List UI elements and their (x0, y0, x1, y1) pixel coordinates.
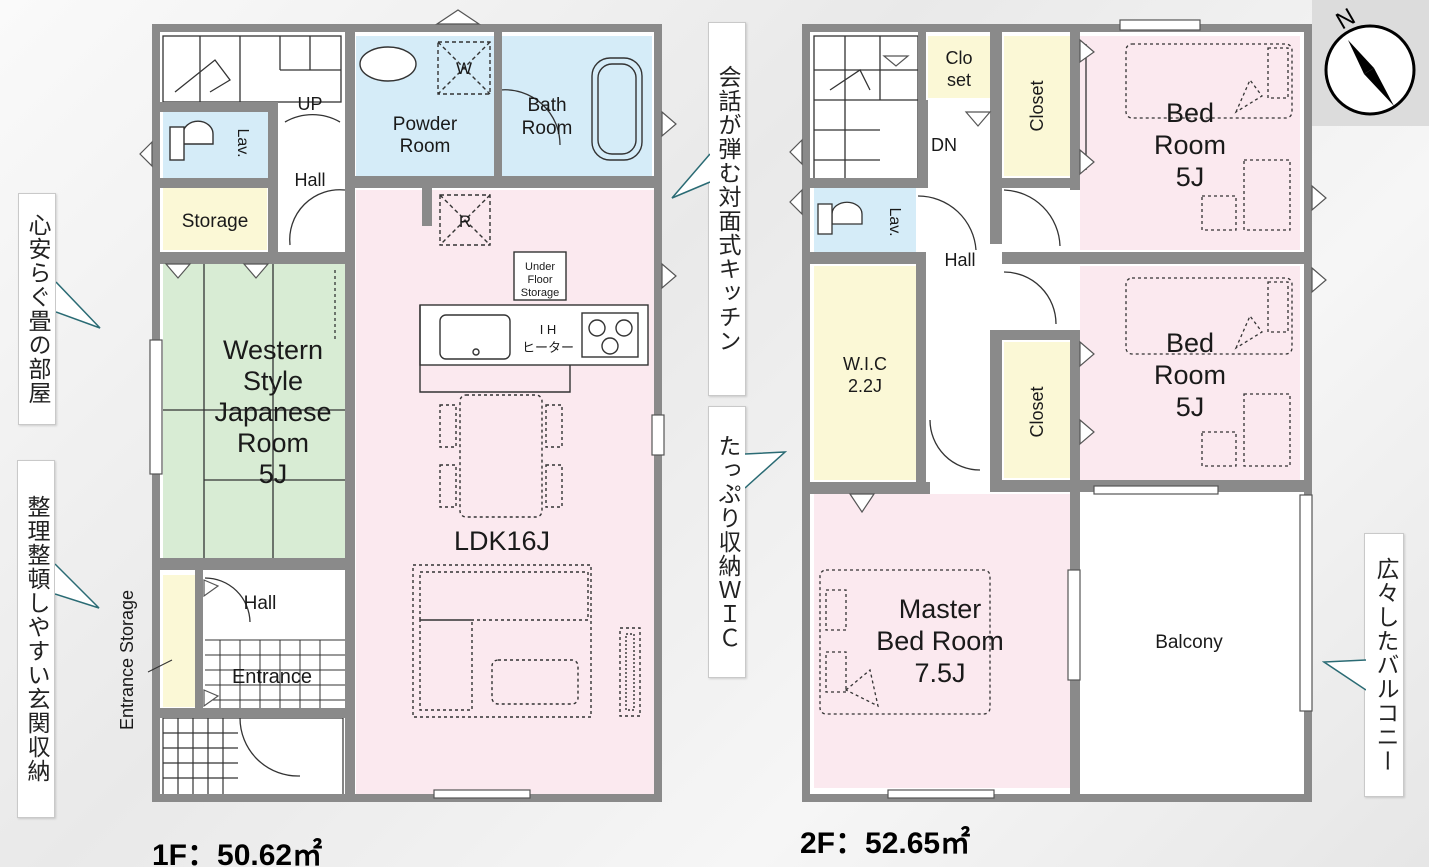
storage-fill (163, 188, 267, 250)
bed-room-1-fill (1080, 36, 1300, 250)
compass: N (1312, 0, 1429, 126)
lav-label-2f: Lav. (886, 207, 903, 236)
ldk-label: LDK16J (454, 526, 550, 556)
balcony-label: Balcony (1155, 632, 1223, 653)
master-label-1: Master (899, 594, 982, 624)
hall-label-2f: Hall (944, 250, 975, 270)
dn-label: DN (931, 135, 957, 155)
closet-small-label-1: Clo (945, 48, 972, 68)
callout-tatami-pointer (56, 281, 101, 329)
floor-1-plan: UP Lav. Hall Powder Room W Bath Room Sto… (117, 9, 677, 802)
bath-room-label-1: Bath (527, 95, 566, 116)
callout-entrance-pointer (55, 563, 100, 609)
bed-room-1-label-3: 5J (1176, 162, 1205, 192)
callout-tatami: 心安らぐ畳の部屋 (18, 193, 56, 425)
callout-balcony-pointer (1322, 659, 1366, 691)
fridge-label: R (459, 212, 471, 231)
bed-room-2-label-1: Bed (1166, 328, 1214, 358)
japanese-room-label-4: Room (237, 428, 309, 458)
lav-label-1f: Lav. (234, 128, 251, 157)
underfloor-label-2: Floor (527, 274, 552, 286)
wic-fill (814, 266, 916, 480)
callout-wic-pointer (745, 451, 787, 489)
underfloor-label-3: Storage (521, 287, 560, 299)
closet-b-fill (1004, 342, 1070, 478)
floor-1-area: 1F：50.62㎡ (152, 839, 323, 867)
callout-kitchen: 会話が弾む対面式キッチン (708, 22, 746, 396)
japanese-room-label-2: Style (243, 366, 303, 396)
underfloor-label-1: Under (525, 261, 555, 273)
japanese-room-fill (163, 264, 345, 558)
closet-a-label: Closet (1027, 80, 1047, 131)
powder-room-label-1: Powder (393, 114, 458, 135)
bed-room-2-fill (1080, 266, 1300, 480)
master-fill (814, 494, 1070, 788)
wic-label-1: W.I.C (843, 354, 887, 374)
bed-room-2-label-3: 5J (1176, 392, 1205, 422)
hall-upper-label: Hall (294, 170, 325, 190)
bath-room-label-2: Room (522, 118, 573, 139)
floor-2-area: 2F：52.65㎡ (800, 827, 971, 860)
ih-label-1: I H (540, 322, 557, 337)
japanese-room-label-3: Japanese (214, 397, 331, 427)
washer-label: W (456, 59, 472, 78)
floor-2-plan: Clo set DN Lav. Hall Closet Closet Bed R… (789, 19, 1327, 802)
master-label-2: Bed Room (876, 626, 1004, 656)
closet-small-label-2: set (947, 70, 971, 90)
callout-balcony: 広々したバルコニー (1364, 533, 1404, 797)
ldk-fill (356, 190, 656, 796)
entrance-storage-label: Entrance Storage (117, 590, 137, 730)
ih-label-2: ヒーター (522, 340, 574, 355)
entrance-label: Entrance (232, 666, 312, 688)
bed-room-1-label-2: Room (1154, 130, 1226, 160)
up-label: UP (297, 94, 322, 114)
storage-label: Storage (182, 211, 249, 232)
callout-wic: たっぷり収納ＷＩＣ (708, 406, 746, 678)
compass-icon: N (1324, 3, 1416, 116)
japanese-room-label-1: Western (223, 335, 323, 365)
powder-room-label-2: Room (400, 136, 451, 157)
closet-a-fill (1004, 36, 1070, 176)
master-label-3: 7.5J (914, 658, 965, 688)
closet-b-label: Closet (1027, 386, 1047, 437)
entrance-storage-fill (163, 575, 195, 707)
callout-entrance: 整理整頓しやすい玄関収納 (17, 460, 55, 818)
callout-kitchen-pointer (671, 153, 710, 199)
closet-small-fill (928, 36, 990, 98)
bed-room-2-label-2: Room (1154, 360, 1226, 390)
wic-label-2: 2.2J (848, 376, 882, 396)
japanese-room-label-5: 5J (259, 459, 288, 489)
hall-lower-label: Hall (244, 593, 277, 614)
bed-room-1-label-1: Bed (1166, 98, 1214, 128)
